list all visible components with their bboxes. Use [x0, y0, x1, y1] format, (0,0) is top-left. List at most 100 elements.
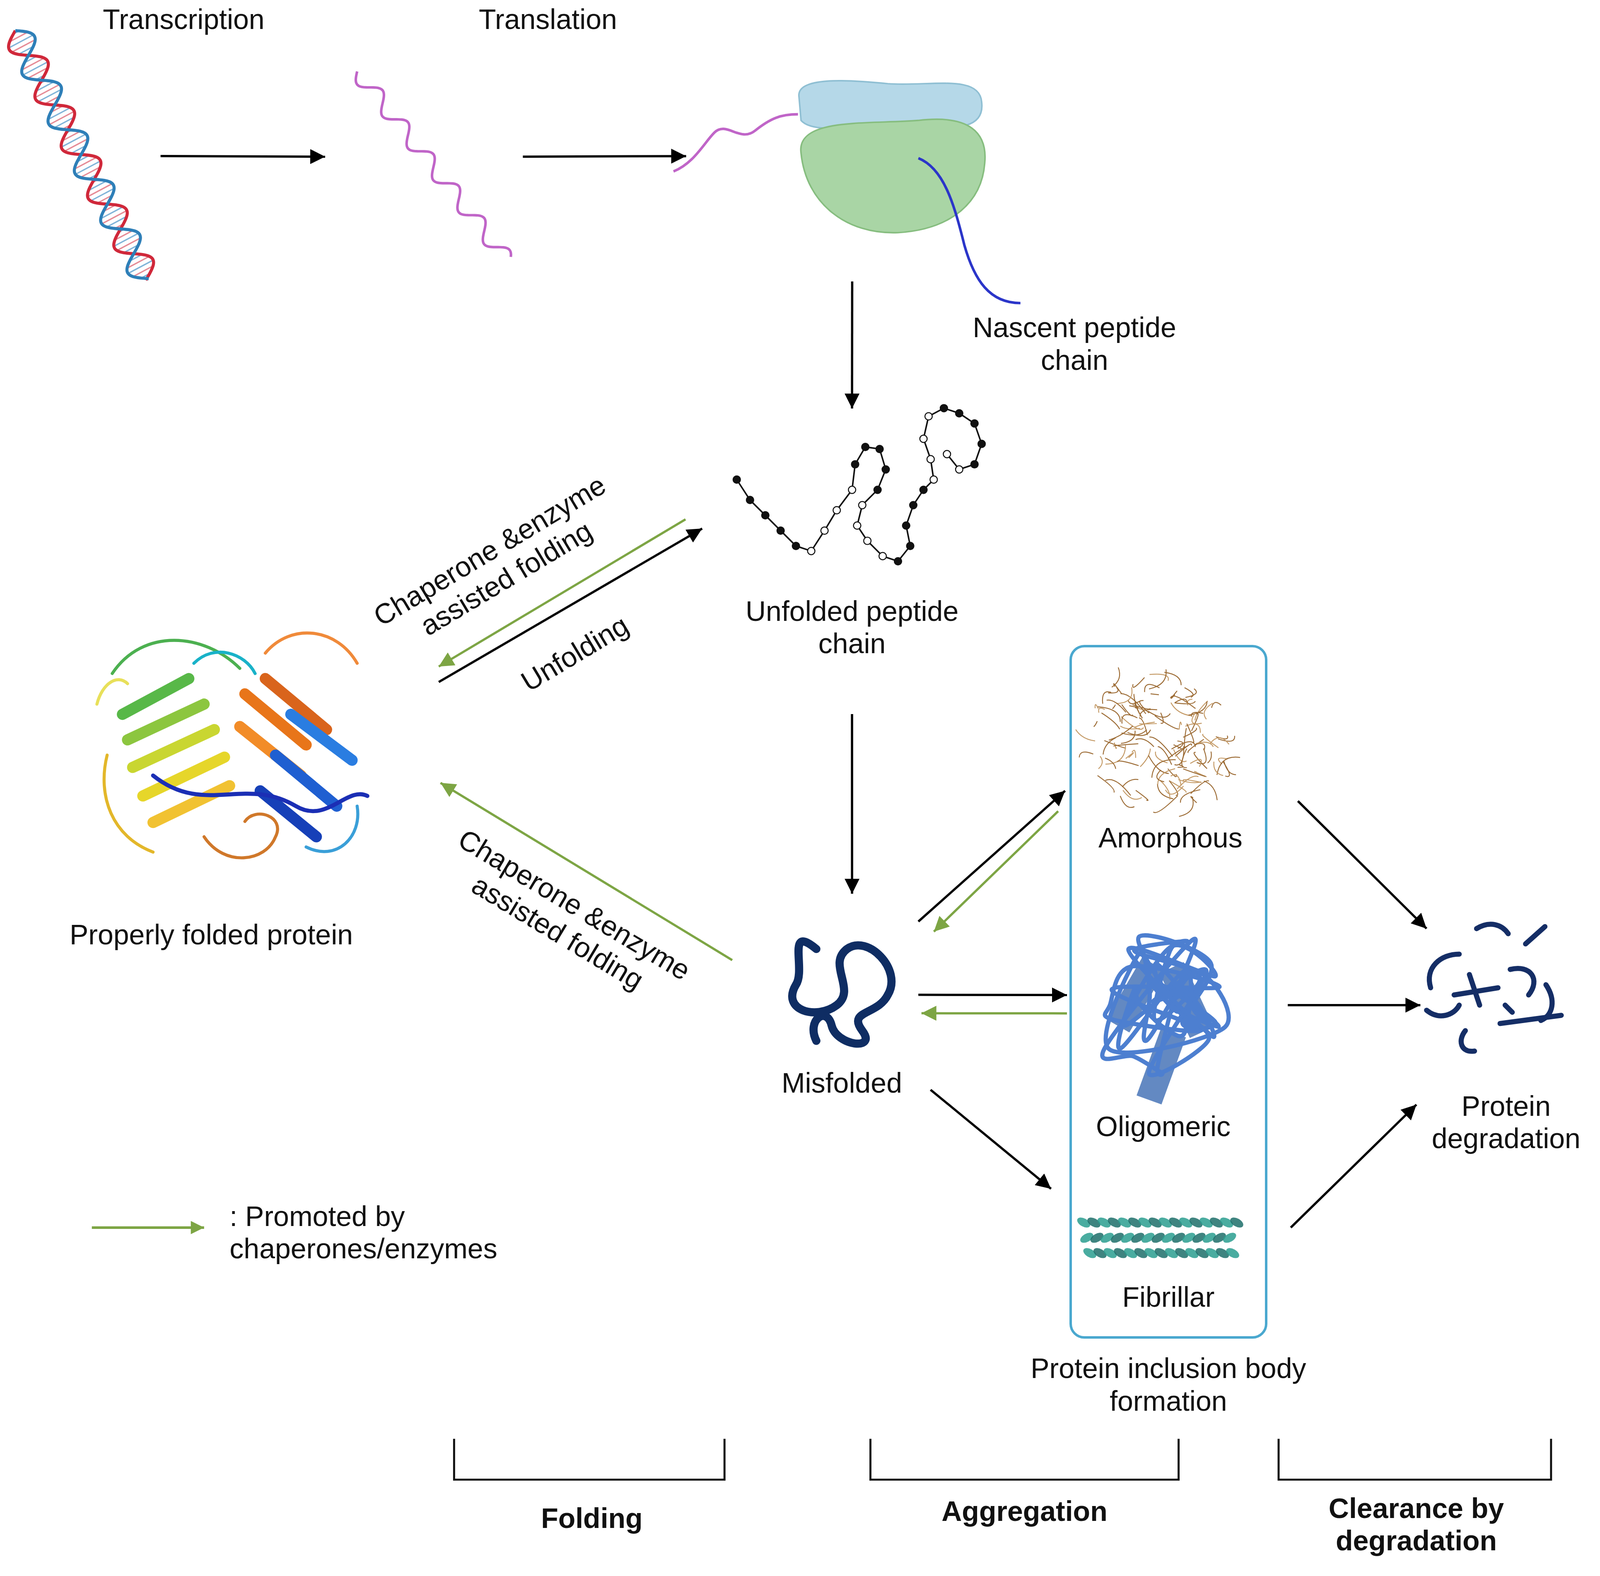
art-stroke — [970, 460, 979, 469]
art-stroke — [1170, 702, 1192, 716]
flow-arrow — [850, 281, 854, 409]
art-stroke — [906, 542, 915, 550]
art-stroke — [1121, 716, 1144, 730]
art-stroke — [792, 542, 800, 550]
flow-arrow — [1287, 1003, 1421, 1007]
art-stroke — [924, 412, 933, 420]
art-stroke — [1223, 761, 1236, 775]
art-stroke — [894, 557, 902, 565]
art-stroke — [1505, 1005, 1513, 1013]
art-stroke — [1278, 1438, 1552, 1480]
art-stroke — [1188, 701, 1207, 715]
art-stroke — [265, 632, 358, 664]
art-stroke — [1429, 954, 1460, 988]
art-stroke — [1186, 723, 1194, 743]
figure-node: Transcription — [8, 25, 157, 290]
figure-node: Unfolded peptide chain — [678, 403, 1026, 674]
art-stroke — [1168, 745, 1189, 759]
figure-node: Amorphous — [1074, 658, 1263, 863]
flow-arrow — [918, 790, 1065, 922]
art-stroke — [1151, 759, 1176, 778]
art-stroke — [112, 640, 240, 674]
art-stroke — [1180, 789, 1201, 803]
flow-arrow — [850, 714, 854, 894]
art-stroke — [736, 407, 982, 562]
art-stroke — [851, 460, 860, 469]
mrna-strand — [350, 66, 514, 266]
art-stroke — [96, 679, 128, 705]
art-stroke — [153, 785, 230, 823]
art-stroke — [1134, 721, 1155, 728]
art-stroke — [1154, 715, 1179, 729]
node-caption: Unfolded peptide chain — [714, 594, 990, 660]
art-stroke — [1139, 723, 1157, 724]
art-stroke — [1179, 721, 1182, 730]
art-stroke — [1175, 699, 1188, 703]
art-stroke — [746, 496, 754, 504]
art-stroke — [919, 435, 928, 443]
art-stroke — [1102, 691, 1112, 704]
art-stroke — [1183, 768, 1206, 777]
oligomeric-aggregate — [1102, 935, 1229, 1105]
art-stroke — [876, 445, 884, 453]
art-stroke — [1207, 751, 1212, 763]
art-stroke — [926, 455, 935, 464]
flow-arrow — [1290, 1104, 1417, 1228]
art-stroke — [1122, 790, 1142, 800]
art-stroke — [1454, 974, 1499, 1006]
art-stroke — [1426, 1005, 1460, 1016]
art-stroke — [193, 652, 256, 674]
legend-text: : Promoted by chaperones/enzymes — [229, 1199, 536, 1265]
art-stroke — [1510, 968, 1534, 995]
section-bracket — [453, 1438, 1551, 1480]
art-stroke — [873, 486, 882, 494]
art-stroke — [1140, 748, 1151, 767]
art-stroke — [350, 66, 514, 266]
art-stroke — [1228, 1215, 1246, 1230]
art-stroke — [1222, 761, 1230, 777]
art-stroke — [1192, 712, 1202, 724]
fibrillar-aggregate — [1075, 1215, 1246, 1260]
node-caption: Protein degradation — [1404, 1089, 1600, 1155]
figure-node: Protein degradation — [1413, 913, 1572, 1067]
art-stroke — [1093, 721, 1098, 727]
art-stroke — [863, 537, 872, 545]
illustration-layer — [2, 24, 1562, 1480]
art-stroke — [761, 511, 770, 519]
art-stroke — [1170, 695, 1196, 709]
art-stroke — [1127, 729, 1151, 736]
art-stroke — [1169, 780, 1178, 796]
art-stroke — [1461, 1030, 1475, 1052]
node-caption: Protein inclusion body formation — [1025, 1351, 1312, 1417]
node-caption: Translation — [425, 2, 671, 36]
art-stroke — [1195, 742, 1214, 747]
art-stroke — [940, 404, 948, 413]
art-stroke — [1224, 1245, 1241, 1260]
legend-arrow — [91, 1226, 205, 1229]
art-stroke — [673, 114, 799, 172]
unfolded-chain — [733, 404, 986, 565]
art-stroke — [1120, 796, 1135, 808]
art-stroke — [453, 1438, 725, 1480]
figure-node: Oligomeric — [1074, 913, 1263, 1143]
amorphous-aggregate — [1075, 667, 1241, 817]
art-stroke — [1121, 704, 1133, 716]
art-stroke — [1123, 945, 1216, 1038]
art-stroke — [902, 521, 910, 530]
art-stroke — [1122, 779, 1139, 787]
node-caption: Oligomeric — [1069, 1110, 1258, 1143]
art-stroke — [1221, 1230, 1239, 1245]
art-stroke — [2, 24, 160, 287]
art-stroke — [1148, 755, 1169, 774]
section-label: Clearance by degradation — [1278, 1491, 1555, 1557]
art-stroke — [153, 775, 368, 811]
art-stroke — [848, 486, 856, 494]
art-stroke — [1111, 667, 1120, 688]
art-stroke — [1204, 703, 1213, 720]
art-stroke — [1105, 757, 1116, 769]
section-label: Folding — [438, 1501, 745, 1535]
art-stroke — [955, 465, 963, 474]
flow-arrow — [160, 156, 326, 157]
